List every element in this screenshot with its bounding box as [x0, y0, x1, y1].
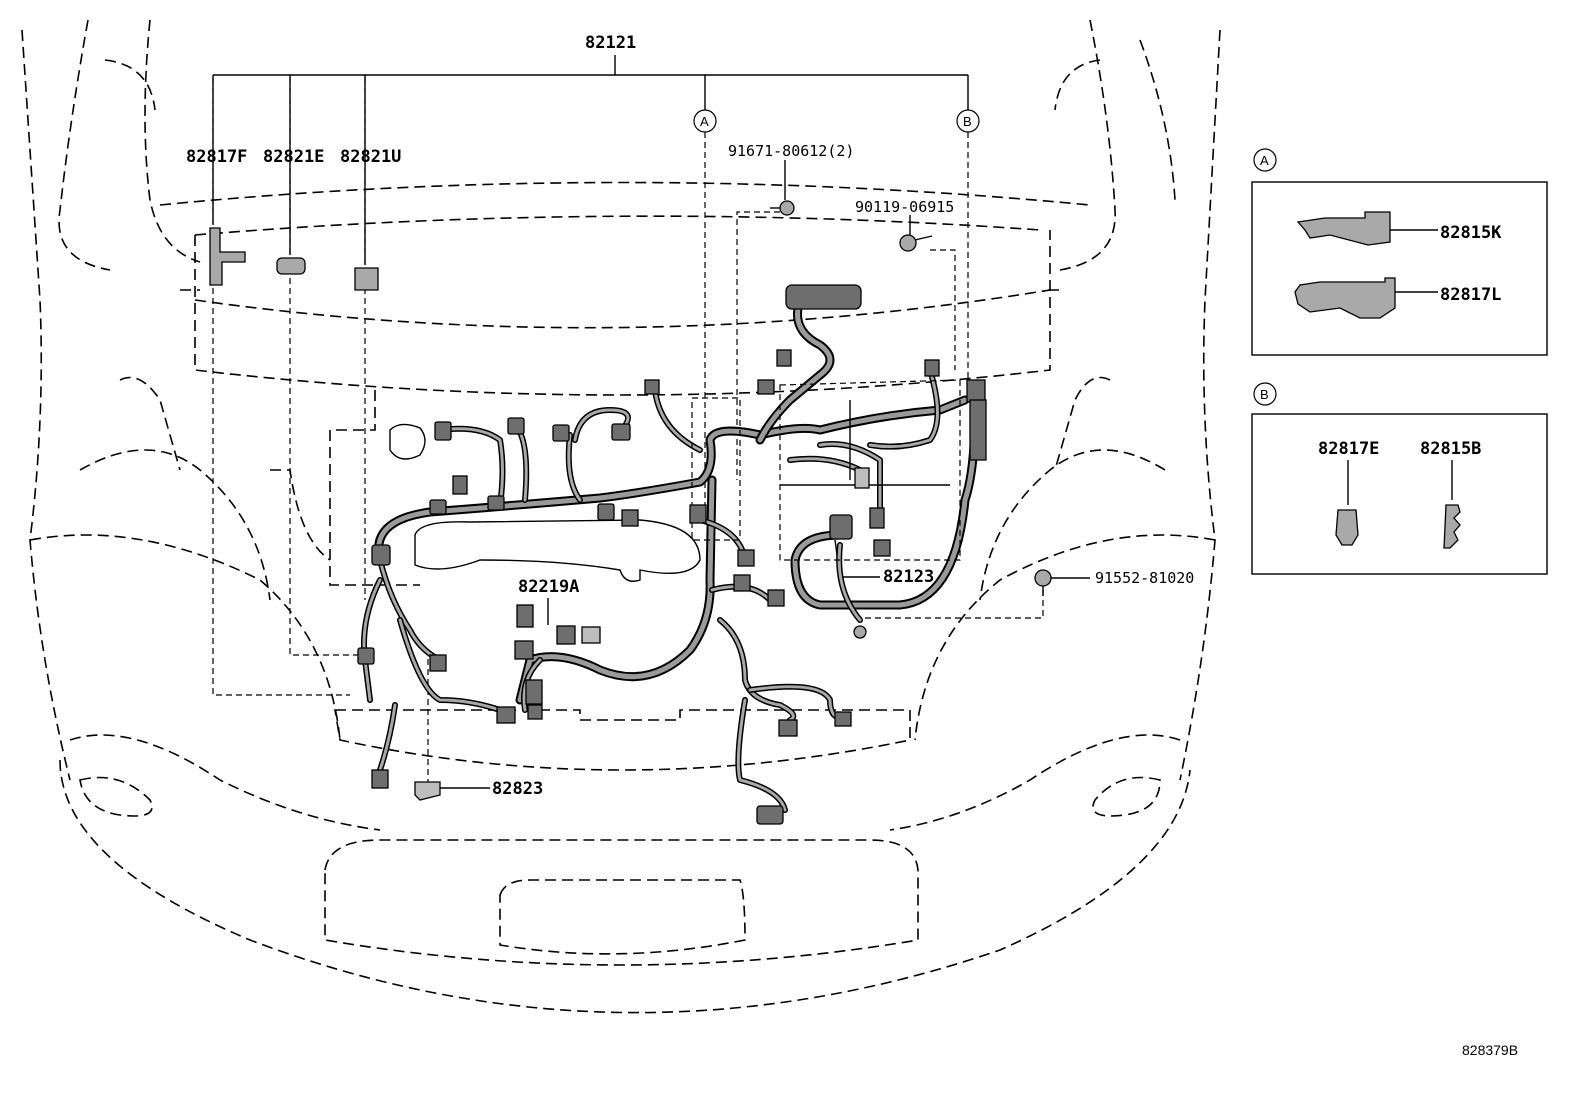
label-82121: 82121: [585, 33, 636, 53]
inset-a-label: A: [1260, 153, 1269, 168]
callout-b: B: [956, 109, 980, 133]
engine-wire-harness: [374, 295, 980, 705]
label-82821u: 82821U: [340, 147, 401, 167]
connectors: [357, 284, 987, 825]
label-91552-81020: 91552-81020: [1095, 569, 1194, 587]
svg-text:A: A: [700, 114, 709, 129]
inset-a: A 82815K 82817L: [1251, 148, 1548, 356]
bolt-91552-icon: [1034, 569, 1052, 596]
ground-bolt-icon: [853, 625, 867, 639]
cap-82823: [414, 781, 441, 801]
label-82123: 82123: [883, 567, 934, 587]
engine-block-outline: [389, 423, 701, 582]
label-82823: 82823: [492, 779, 543, 799]
clip-82817f: [209, 227, 246, 286]
callout-a: A: [693, 109, 717, 133]
part-82817l-icon: [1294, 277, 1396, 319]
part-82815b-icon: [1443, 504, 1461, 549]
label-82219a: 82219A: [518, 577, 579, 597]
label-91671-80612: 91671-80612(2): [728, 142, 854, 160]
label-82821e: 82821E: [263, 147, 324, 167]
inset-b-label: B: [1260, 387, 1269, 402]
svg-text:B: B: [963, 114, 972, 129]
label-82817f: 82817F: [186, 147, 247, 167]
callout-leaders: [212, 55, 1090, 789]
vehicle-body-outline: [21, 19, 1221, 1014]
label-82815k: 82815K: [1440, 223, 1502, 243]
diagram-reference: 828379B: [1462, 1042, 1518, 1058]
bolt-91671-icon: [770, 200, 795, 216]
label-82817e: 82817E: [1318, 439, 1379, 459]
label-82815b: 82815B: [1420, 439, 1481, 459]
clip-82821u: [354, 267, 379, 291]
part-82815k-icon: [1296, 211, 1391, 246]
clip-82821e: [276, 257, 306, 275]
label-90119-06915: 90119-06915: [855, 198, 954, 216]
part-82817e-icon: [1335, 509, 1359, 546]
label-82817l: 82817L: [1440, 285, 1501, 305]
inset-b: B 82817E 82815B: [1251, 382, 1548, 575]
bolt-90119-icon: [899, 234, 933, 252]
